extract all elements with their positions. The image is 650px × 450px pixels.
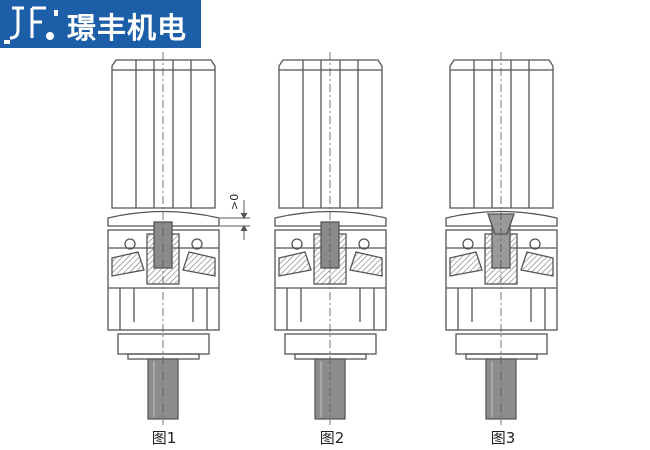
- motor-body: [278, 59, 383, 209]
- hatched-pocket-right: [520, 251, 554, 277]
- hatched-pocket-right: [349, 251, 383, 277]
- spring-circle: [124, 238, 136, 250]
- spring-circle: [529, 238, 541, 250]
- figure-1: [107, 52, 220, 425]
- spring-circle: [291, 238, 303, 250]
- armature-plate: [107, 210, 220, 227]
- flange: [455, 333, 548, 355]
- figure-3: [445, 52, 558, 425]
- armature-plate: [445, 210, 558, 227]
- hatched-pocket-left: [449, 251, 483, 277]
- arrow-head: [240, 212, 248, 219]
- flange: [284, 333, 377, 355]
- flange-lip: [294, 353, 367, 360]
- motor-body: [449, 59, 554, 209]
- logo-banner: 璟丰机电: [0, 0, 201, 48]
- flange: [117, 333, 210, 355]
- spring-circle: [191, 238, 203, 250]
- hatched-pocket-right: [182, 251, 216, 277]
- figure-caption-2: 图2: [319, 429, 345, 447]
- hatched-pocket-left: [278, 251, 312, 277]
- flange-lip: [127, 353, 200, 360]
- gap-label: >0: [228, 194, 241, 210]
- figure-caption-1: 图1: [151, 429, 177, 447]
- hatched-pocket-left: [111, 251, 145, 277]
- figure-2: [274, 52, 387, 425]
- figure-caption-3: 图3: [490, 429, 516, 447]
- spring-circle: [462, 238, 474, 250]
- company-name: 璟丰机电: [67, 11, 188, 45]
- spring-circle: [358, 238, 370, 250]
- gear-logo-icon: [4, 6, 58, 44]
- motor-body: [111, 59, 216, 209]
- flange-lip: [465, 353, 538, 360]
- armature-plate: [274, 210, 387, 227]
- gap-annotation: >0: [220, 194, 250, 240]
- arrow-head: [240, 225, 248, 232]
